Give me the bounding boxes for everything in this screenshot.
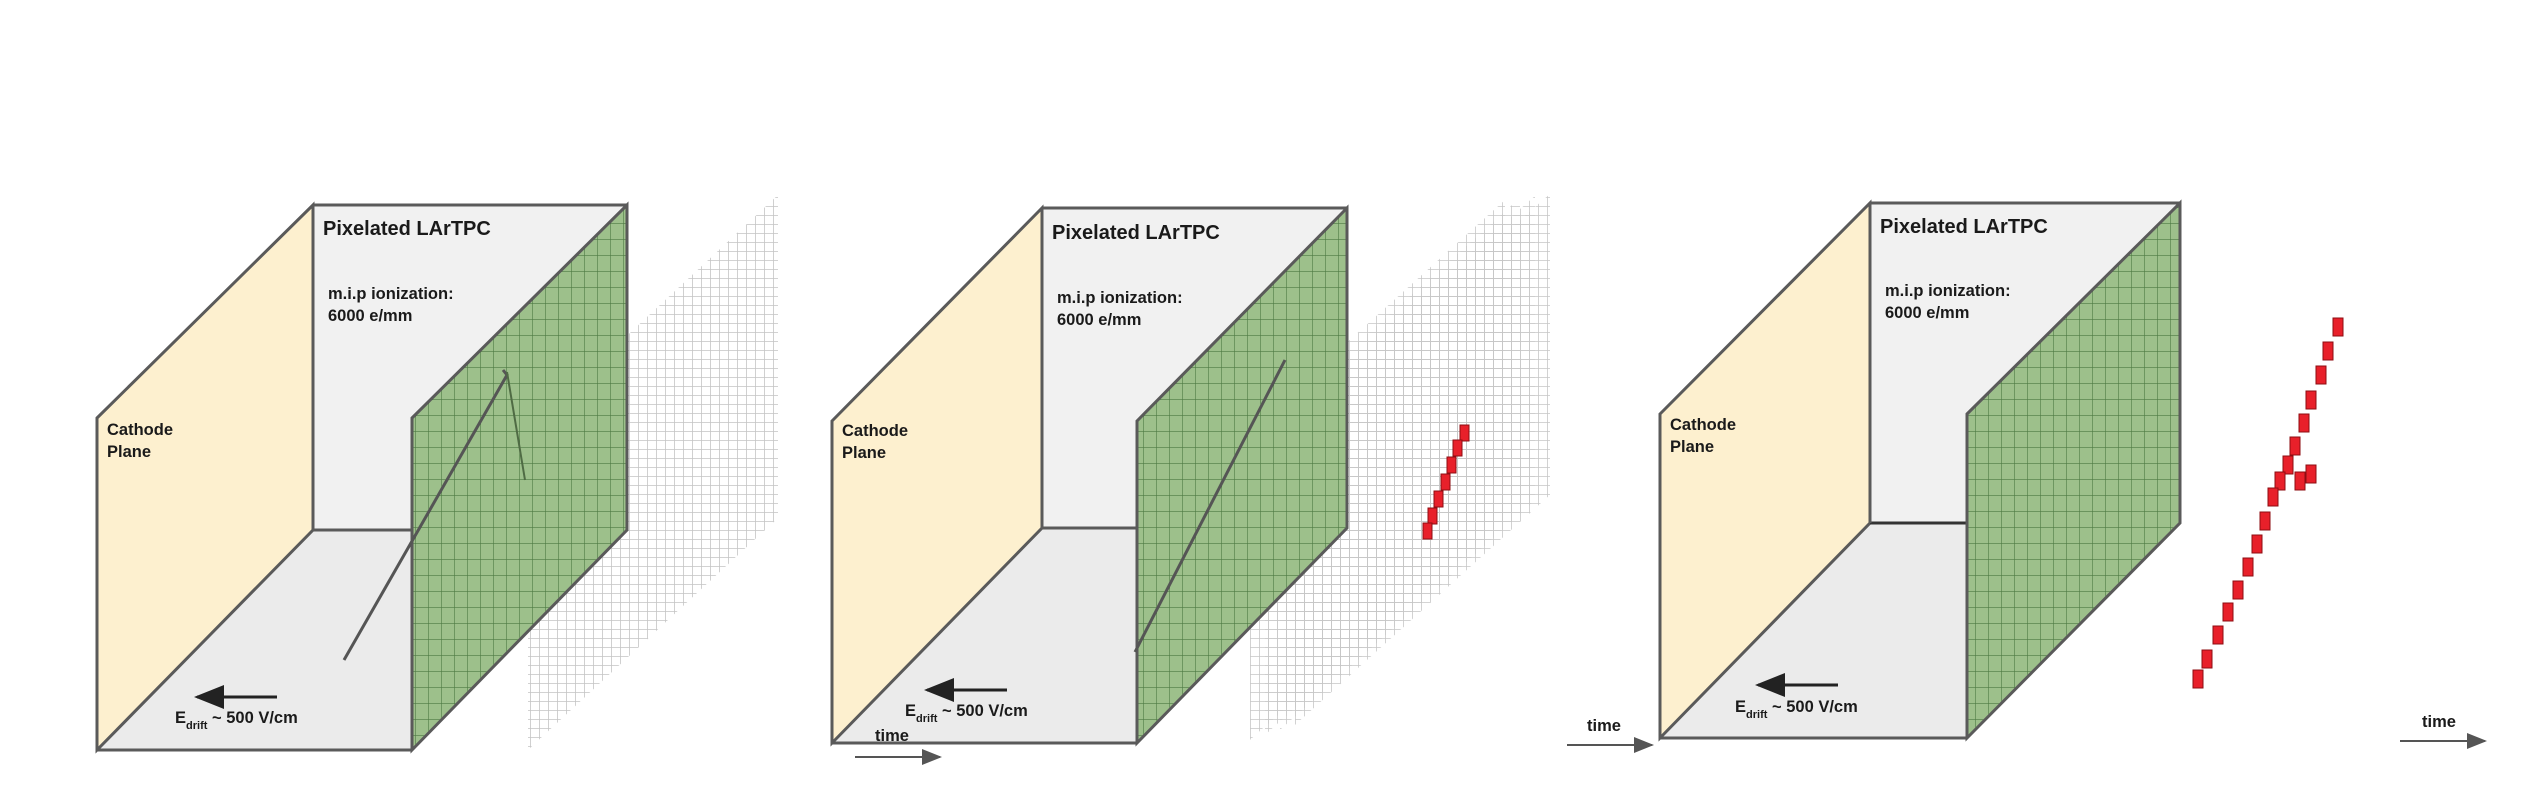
panel-2: Pixelated LArTPC m.i.p ionization: 6000 … — [830, 194, 1550, 765]
ionization-value: 6000 e/mm — [328, 307, 412, 325]
panel-title: Pixelated LArTPC — [1052, 222, 1220, 244]
readout-ghost-grid — [528, 195, 778, 750]
panel-title: Pixelated LArTPC — [1880, 216, 2048, 238]
time-label: time — [875, 727, 909, 745]
drift-field-label: Edrift ~ 500 V/cm — [1735, 698, 1858, 721]
cathode-label: Cathode — [842, 422, 908, 440]
time-projected-voxels — [1250, 194, 1550, 740]
cathode-label: Cathode — [107, 421, 173, 439]
time-label-left: time — [1587, 717, 1621, 735]
drift-field-label: Edrift ~ 500 V/cm — [175, 709, 298, 732]
panel-title: Pixelated LArTPC — [323, 218, 491, 240]
ionization-label: m.i.p ionization: — [1885, 282, 2011, 300]
charge-hits — [1422, 424, 1470, 540]
ionization-label: m.i.p ionization: — [328, 285, 454, 303]
drift-field-label: Edrift ~ 500 V/cm — [905, 702, 1028, 725]
ionization-value: 6000 e/mm — [1057, 311, 1141, 329]
time-label-right: time — [2422, 713, 2456, 731]
cathode-label-2: Plane — [107, 443, 151, 461]
particle-track — [1133, 359, 1287, 653]
panel-1: Pixelated LArTPC m.i.p ionization: 6000 … — [95, 195, 778, 754]
pixel-plane — [1965, 199, 2182, 742]
pixel-plane — [1135, 204, 1349, 747]
cathode-label-2: Plane — [842, 444, 886, 462]
reconstructed-3d-hits — [2192, 317, 2344, 689]
ionization-label: m.i.p ionization: — [1057, 289, 1183, 307]
cathode-label: Cathode — [1670, 416, 1736, 434]
ionization-value: 6000 e/mm — [1885, 304, 1969, 322]
pixel-plane — [410, 201, 629, 754]
panel-3: Pixelated LArTPC m.i.p ionization: 6000 … — [1567, 199, 2487, 753]
cathode-label-2: Plane — [1670, 438, 1714, 456]
